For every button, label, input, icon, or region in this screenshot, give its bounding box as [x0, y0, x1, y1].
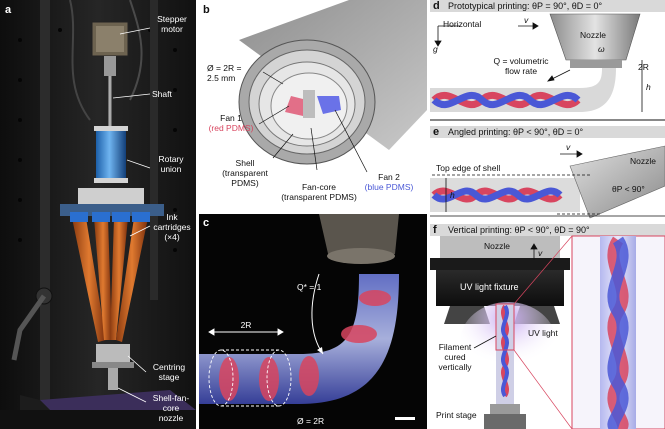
rotary-union-label: Rotary union: [158, 154, 184, 174]
v-label-d: v: [524, 15, 529, 25]
printer-photo: [0, 0, 196, 429]
fancore-label: Fan-core (transparent PDMS): [281, 182, 357, 202]
uv-light-label: UV light: [528, 328, 558, 338]
shaft-label: Shaft: [152, 89, 172, 99]
panel-d: d Prototypical printing: θP = 90°, θD = …: [430, 0, 665, 124]
panel-e-schematic: [430, 145, 665, 219]
fan2-label: Fan 2 (blue PDMS): [364, 172, 414, 192]
nozzle-label-f: Nozzle: [484, 241, 510, 251]
h-label-e: h: [450, 190, 455, 200]
panel-e: e Angled printing: θP < 90°, θD = 0° v N…: [430, 126, 665, 222]
panel-d-title: Prototypical printing: θP = 90°, θD = 0°: [448, 1, 603, 11]
uv-fixture-label: UV light fixture: [460, 282, 519, 292]
panel-f-schematic: [430, 235, 665, 429]
nozzle-label-e: Nozzle: [630, 156, 656, 166]
qstar-label: Q* = 1: [297, 282, 322, 292]
print-stage-label: Print stage: [436, 410, 477, 420]
panel-d-schematic: [430, 13, 665, 121]
panel-f: f Vertical printing: θP < 90°, θD = 90° …: [430, 224, 665, 429]
h-label-d: h: [646, 82, 651, 92]
top-edge-label: Top edge of shell: [436, 163, 501, 173]
omega-label: ω: [598, 44, 605, 54]
shell-label: Shell (transparent PDMS): [222, 158, 268, 188]
g-label: g: [433, 44, 438, 54]
panel-d-label: d: [433, 0, 440, 12]
filament-photo: [199, 214, 427, 429]
panel-d-header: [430, 0, 665, 12]
panel-b-label: b: [203, 4, 210, 16]
filament-label: Filament cured vertically: [438, 342, 472, 372]
two-r-label-d: 2R: [638, 62, 649, 72]
panel-e-title: Angled printing: θP < 90°, θD = 0°: [448, 127, 584, 137]
nozzle-render: [238, 0, 427, 173]
centring-stage-label: Centring stage: [152, 362, 186, 382]
theta-label-e: θP < 90°: [612, 184, 645, 194]
panel-f-title: Vertical printing: θP < 90°, θD = 90°: [448, 225, 590, 235]
panel-e-label: e: [433, 126, 440, 138]
horizontal-label: Horizontal: [443, 19, 482, 29]
panel-c: c Q* = 1 2R Ø = 2R: [199, 214, 427, 429]
ink-cartridges-label: Ink cartridges (×4): [153, 212, 191, 242]
nozzle-label: Shell-fan- core nozzle: [152, 393, 190, 423]
panel-c-label: c: [203, 217, 210, 229]
nozzle-label-d: Nozzle: [580, 30, 606, 40]
v-label-e: v: [566, 142, 571, 152]
stepper-motor-label: Stepper motor: [157, 14, 187, 34]
panel-a: a Stepper motor Shaft Rotary union Ink c…: [0, 0, 196, 429]
panel-f-header: [430, 224, 665, 236]
panel-f-label: f: [433, 224, 437, 236]
panel-b: b Ø = 2R = 2.5 mm Fan 1 (red PDMS) Shell…: [199, 0, 427, 212]
panel-e-header: [430, 126, 665, 138]
panel-a-label: a: [5, 4, 12, 16]
q-label: Q = volumetric flow rate: [493, 56, 549, 76]
diameter-label-c: Ø = 2R: [297, 416, 325, 426]
fan1-label: Fan 1 (red PDMS): [208, 113, 254, 133]
diameter-label: Ø = 2R = 2.5 mm: [207, 63, 242, 83]
two-r-label: 2R: [240, 320, 252, 330]
v-label-f: v: [538, 248, 543, 258]
